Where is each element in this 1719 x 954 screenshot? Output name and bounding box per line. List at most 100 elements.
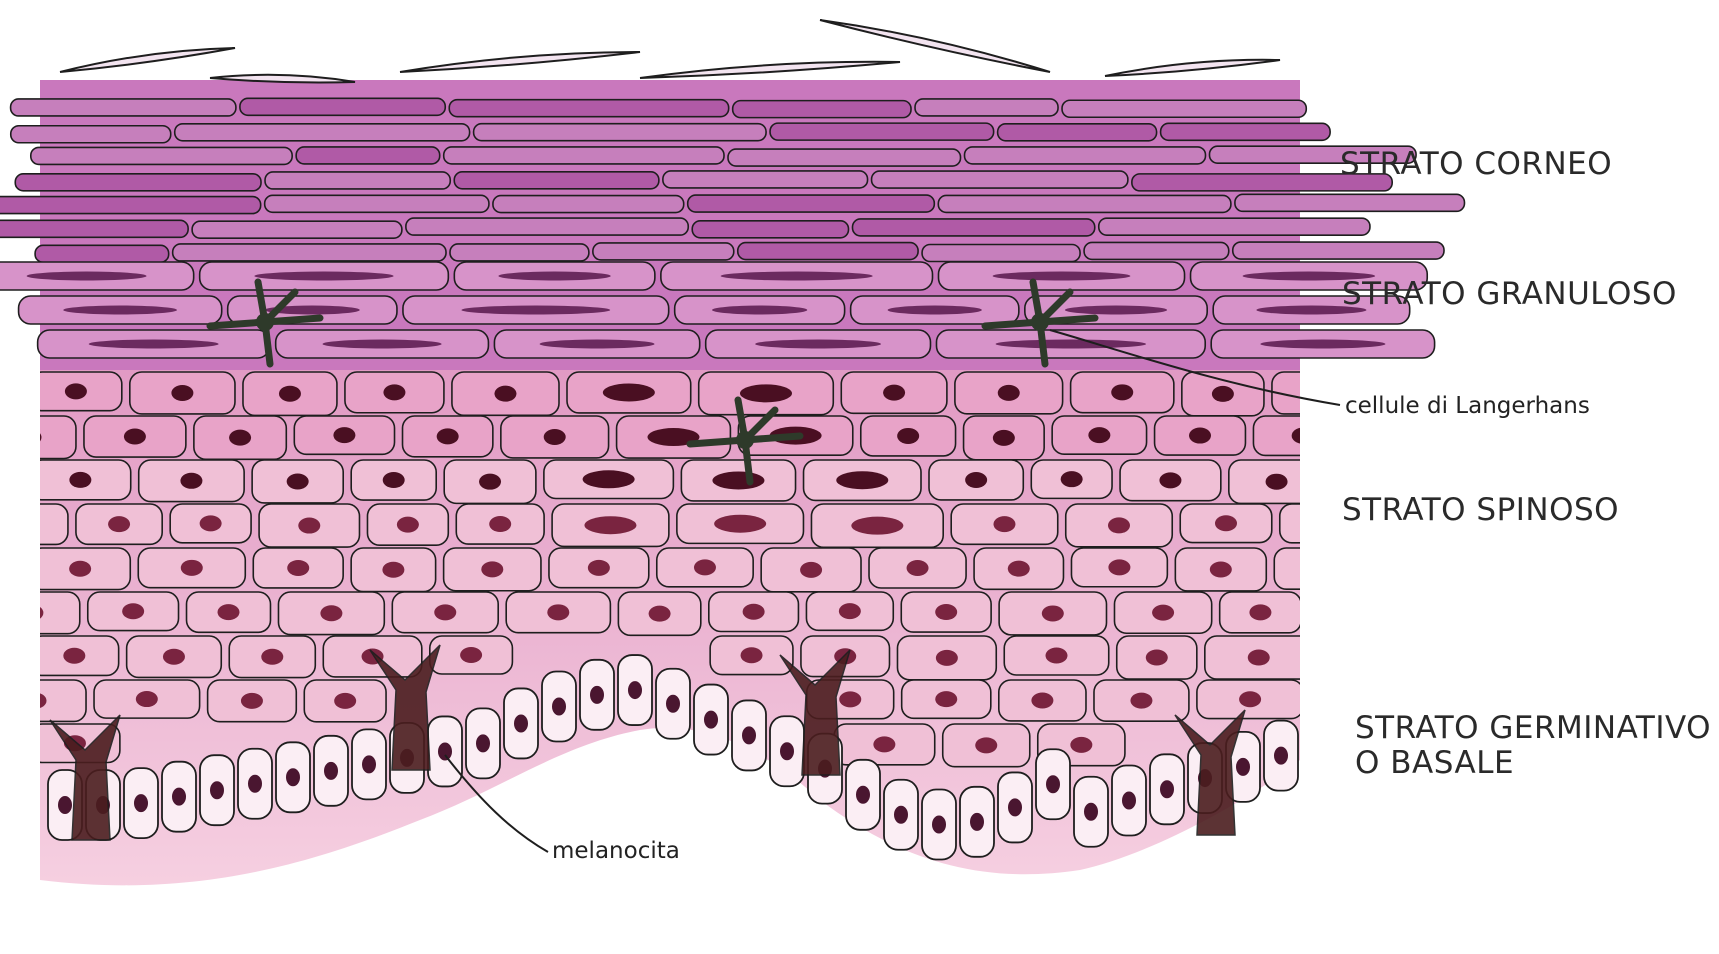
keratohyalin-granule <box>322 340 441 349</box>
basal-nucleus <box>628 681 642 699</box>
cell-nucleus <box>712 471 764 489</box>
cell-nucleus <box>481 561 503 577</box>
cell-nucleus <box>298 518 320 534</box>
basal-nucleus <box>362 755 376 773</box>
cell-nucleus <box>69 561 91 577</box>
corneum-cell <box>770 123 994 140</box>
corneum-cell <box>872 171 1128 188</box>
cell-nucleus <box>1152 605 1174 621</box>
cell-nucleus <box>69 472 91 488</box>
basal-nucleus <box>590 686 604 704</box>
corneum-cell <box>31 147 292 164</box>
spinosum-cell <box>0 592 80 634</box>
corneum-cell <box>15 174 261 191</box>
keratohyalin-granule <box>1260 340 1385 349</box>
cell-nucleus <box>935 691 957 707</box>
cell-nucleus <box>1070 737 1092 753</box>
cell-nucleus <box>434 604 456 620</box>
keratohyalin-granule <box>755 340 881 349</box>
cell-nucleus <box>65 383 87 399</box>
cell-nucleus <box>1031 692 1053 708</box>
basal-nucleus <box>514 714 528 732</box>
basal-nucleus <box>248 775 262 793</box>
basal-nucleus <box>1160 780 1174 798</box>
corneum-cell <box>296 147 440 164</box>
cell-nucleus <box>108 516 130 532</box>
keratin-flake <box>1105 60 1280 76</box>
cell-nucleus <box>1210 561 1232 577</box>
cell-nucleus <box>163 649 185 665</box>
corneum-cell <box>1084 242 1229 259</box>
cell-nucleus <box>694 559 716 575</box>
cell-nucleus <box>334 693 356 709</box>
cell-nucleus <box>136 691 158 707</box>
keratohyalin-granule <box>1065 306 1167 315</box>
corneum-cell <box>265 195 489 212</box>
keratohyalin-granule <box>721 272 873 281</box>
corneum-cell <box>915 99 1058 116</box>
basal-nucleus <box>1122 792 1136 810</box>
basal-nucleus <box>210 781 224 799</box>
cell-nucleus <box>489 516 511 532</box>
corneum-cell <box>688 195 935 212</box>
cell-nucleus <box>1108 559 1130 575</box>
basal-nucleus <box>894 806 908 824</box>
keratohyalin-granule <box>540 340 655 349</box>
keratohyalin-granule <box>63 306 177 315</box>
cell-nucleus <box>1159 472 1181 488</box>
cell-nucleus <box>800 562 822 578</box>
spinosum-cell <box>1309 592 1393 633</box>
cell-nucleus <box>287 560 309 576</box>
label-strato-granuloso: STRATO GRANULOSO <box>1342 276 1677 313</box>
cell-nucleus <box>383 472 405 488</box>
spinosum-cell <box>0 504 68 544</box>
cell-nucleus <box>287 473 309 489</box>
cell-nucleus <box>494 386 516 402</box>
cell-nucleus <box>839 691 861 707</box>
corneum-cell <box>0 220 188 237</box>
corneum-cell <box>998 124 1157 141</box>
cell-nucleus <box>397 517 419 533</box>
corneum-cell <box>449 100 728 117</box>
corneum-cell <box>240 98 445 115</box>
cell-nucleus <box>836 471 888 489</box>
basal-nucleus <box>666 695 680 713</box>
cell-nucleus <box>740 384 792 402</box>
cell-nucleus <box>1249 604 1271 620</box>
basal-nucleus <box>58 796 72 814</box>
cell-nucleus <box>714 515 766 533</box>
corneum-cell <box>663 171 868 188</box>
cell-nucleus <box>741 647 763 663</box>
cell-nucleus <box>897 428 919 444</box>
cell-nucleus <box>382 562 404 578</box>
label-strato-spinoso: STRATO SPINOSO <box>1342 492 1619 529</box>
cell-nucleus <box>1088 427 1110 443</box>
basal-nucleus <box>1236 758 1250 776</box>
cell-nucleus <box>873 736 895 752</box>
corneum-cell <box>1099 218 1370 235</box>
corneum-cell <box>454 172 659 189</box>
cell-nucleus <box>122 603 144 619</box>
cell-nucleus <box>1042 605 1064 621</box>
corneum-cell <box>175 124 470 141</box>
cell-nucleus <box>1266 474 1288 490</box>
cell-nucleus <box>15 516 37 532</box>
corneum-cell <box>1235 194 1465 211</box>
basal-nucleus <box>1046 775 1060 793</box>
cell-nucleus <box>1111 384 1133 400</box>
cell-nucleus <box>1130 693 1152 709</box>
basal-nucleus <box>476 734 490 752</box>
cell-nucleus <box>1309 385 1331 401</box>
corneum-cell <box>406 218 688 235</box>
spinosum-cell <box>0 416 76 459</box>
cell-nucleus <box>63 648 85 664</box>
basal-nucleus <box>286 768 300 786</box>
basal-nucleus <box>856 786 870 804</box>
cell-nucleus <box>1314 561 1336 577</box>
basal-nucleus <box>1008 798 1022 816</box>
keratin-flake <box>60 48 235 72</box>
corneum-cell <box>692 221 848 238</box>
cell-nucleus <box>603 383 655 401</box>
keratohyalin-granule <box>461 306 610 315</box>
keratin-flake <box>400 52 640 72</box>
